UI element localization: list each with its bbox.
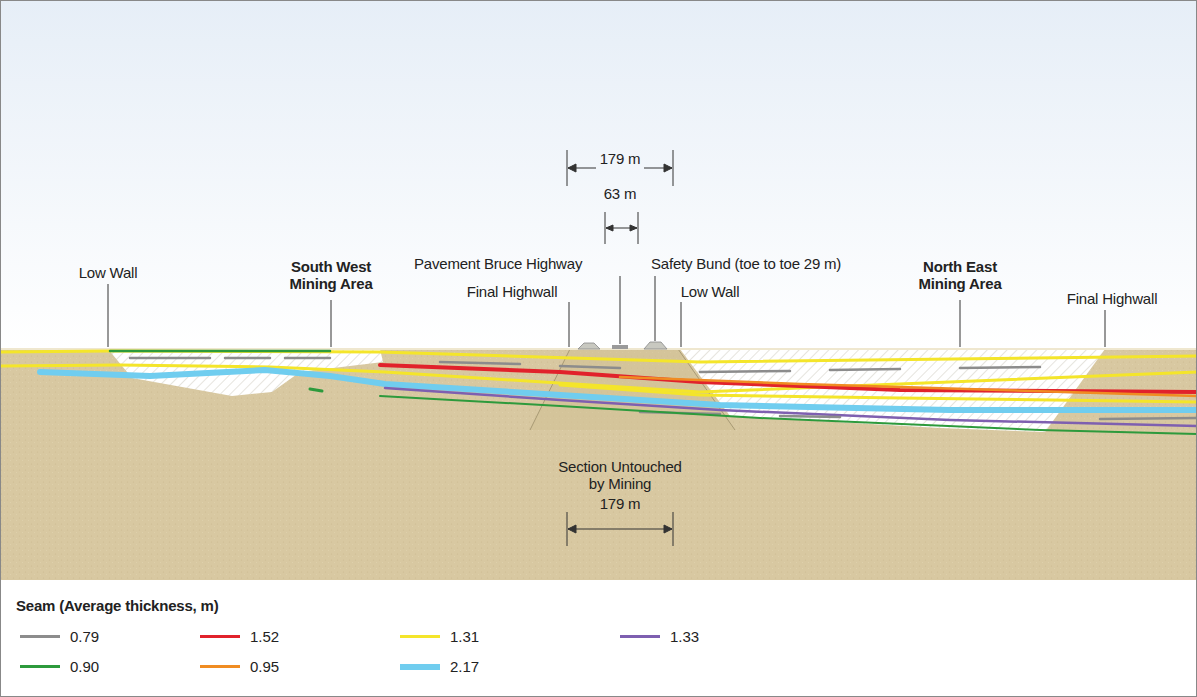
bund bbox=[578, 343, 600, 349]
legend-text: 0.79 bbox=[70, 628, 99, 645]
dimension-label: 179 m bbox=[600, 495, 641, 512]
ground bbox=[0, 348, 1197, 580]
legend-swatch bbox=[620, 635, 660, 638]
legend-item: 1.33 bbox=[620, 628, 699, 645]
legend-item: 1.52 bbox=[200, 628, 279, 645]
callout-label: Low Wall bbox=[79, 264, 138, 281]
callout-label: Low Wall bbox=[681, 283, 740, 300]
legend-title: Seam (Average thickness, m) bbox=[16, 597, 218, 614]
legend-text: 2.17 bbox=[450, 658, 479, 675]
legend-item: 0.79 bbox=[20, 628, 99, 645]
dimension-label: 179 m bbox=[600, 150, 641, 167]
callout-label: Final Highwall bbox=[1067, 290, 1158, 307]
legend-swatch bbox=[200, 635, 240, 638]
callout-label: Final Highwall bbox=[467, 283, 558, 300]
safety-bund bbox=[644, 342, 667, 349]
legend-item: 1.31 bbox=[400, 628, 479, 645]
legend-swatch bbox=[200, 665, 240, 668]
callout-label: Section Untouched by Mining bbox=[555, 458, 685, 492]
sky bbox=[0, 0, 1197, 350]
legend-text: 0.95 bbox=[250, 658, 279, 675]
callout-label: Safety Bund (toe to toe 29 m) bbox=[651, 255, 841, 272]
callout-label: North East Mining Area bbox=[910, 258, 1010, 292]
legend-item: 2.17 bbox=[400, 658, 479, 675]
legend-swatch bbox=[20, 635, 60, 638]
dimension-label: 63 m bbox=[604, 185, 637, 202]
legend-text: 0.90 bbox=[70, 658, 99, 675]
pavement bbox=[612, 345, 628, 349]
callout-label: South West Mining Area bbox=[281, 258, 381, 292]
legend-text: 1.31 bbox=[450, 628, 479, 645]
legend-item: 0.95 bbox=[200, 658, 279, 675]
legend-swatch bbox=[400, 635, 440, 638]
callout-label: Pavement Bruce Highway bbox=[414, 255, 582, 272]
coal-seams bbox=[0, 351, 1197, 434]
legend-item: 0.90 bbox=[20, 658, 99, 675]
legend-swatch bbox=[20, 665, 60, 668]
legend-text: 1.33 bbox=[670, 628, 699, 645]
legend-swatch bbox=[400, 664, 440, 670]
legend-text: 1.52 bbox=[250, 628, 279, 645]
